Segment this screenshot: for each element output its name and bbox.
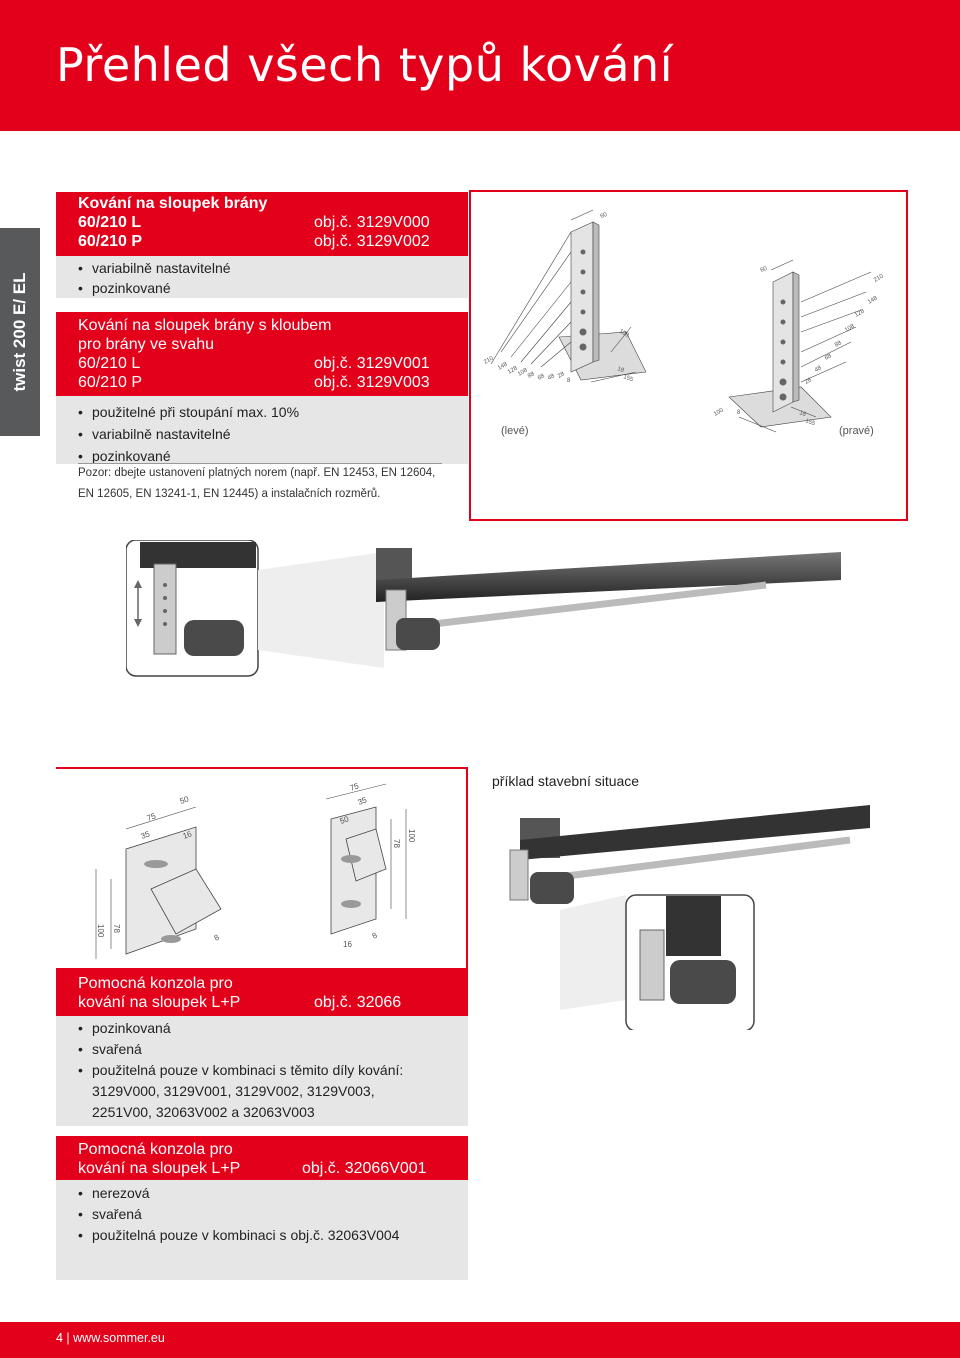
dim-label: 35 <box>140 829 152 841</box>
dim-label: 128 <box>854 308 866 319</box>
list-item: svařená <box>78 1039 403 1060</box>
dim-label: 60 <box>600 212 609 220</box>
list-item: nerezová <box>78 1183 399 1204</box>
dim-label: 100 <box>407 829 416 843</box>
dim-label: 8 <box>567 378 571 384</box>
example-illustration <box>509 805 870 1030</box>
block4-title-2: kování na sloupek L+P <box>78 1160 241 1177</box>
block2-note: Pozor: dbejte ustanovení platných norem … <box>78 463 435 505</box>
block3-bullets: pozinkovaná svařená použitelná pouze v k… <box>78 1018 403 1123</box>
block1-title: Kování na sloupek brány <box>78 195 268 212</box>
block2-ref-2: obj.č. 3129V003 <box>314 374 430 391</box>
block2-model-1: 60/210 L <box>78 355 141 372</box>
dim-label: 28 <box>804 377 813 386</box>
dim-label: 78 <box>392 839 401 848</box>
dim-label: 8 <box>737 410 741 416</box>
note-line: EN 12605, EN 13241-1, EN 12445) a instal… <box>78 488 381 500</box>
dim-label: 16 <box>182 829 194 841</box>
block1-ref-2: obj.č. 3129V002 <box>314 233 430 250</box>
list-item: pozinkovaná <box>78 1018 403 1039</box>
dim-label: 210 <box>483 355 495 366</box>
dim-label: 128 <box>507 365 519 376</box>
dim-label: 18 <box>616 366 625 374</box>
dim-label: 50 <box>179 794 191 806</box>
dim-label: 60 <box>760 266 769 274</box>
dim-label: 100 <box>96 924 105 938</box>
dim-label: 88 <box>834 340 843 349</box>
divider <box>78 463 442 464</box>
dim-label: 148 <box>497 361 509 372</box>
dim-label: 68 <box>824 353 833 362</box>
dim-label: 155 <box>622 374 634 383</box>
block1-model-1: 60/210 L <box>78 214 142 231</box>
block3-list-1: 3129V000, 3129V001, 3129V002, 3129V003, <box>92 1083 375 1099</box>
list-item: variabilně nastavitelné <box>78 423 299 445</box>
block3-title-1: Pomocná konzola pro <box>78 975 233 992</box>
footer-text: 4 | www.sommer.eu <box>56 1331 165 1345</box>
dim-label: 78 <box>112 924 121 933</box>
console-technical-drawing: 50 75 35 16 78 100 8 75 35 50 78 100 16 … <box>95 781 416 959</box>
page-header: Přehled všech typů kování <box>0 0 960 131</box>
dim-label: 108 <box>844 323 856 334</box>
block4-title-1: Pomocná konzola pro <box>78 1141 233 1158</box>
console-drawing-frame: 50 75 35 16 78 100 8 75 35 50 78 100 16 … <box>56 767 468 969</box>
block3-ref: obj.č. 32066 <box>314 994 402 1011</box>
dim-label: 16 <box>343 940 352 949</box>
page-footer: 4 | www.sommer.eu <box>0 1322 960 1358</box>
block3-title-2: kování na sloupek L+P <box>78 994 241 1011</box>
dim-label: 148 <box>867 295 879 306</box>
note-line: Pozor: dbejte ustanovení platných norem … <box>78 467 436 479</box>
block3-header: Pomocná konzola pro kování na sloupek L+… <box>56 968 468 1016</box>
list-item: pozinkované <box>78 278 231 298</box>
dim-label: 75 <box>349 781 361 793</box>
block1-ref-1: obj.č. 3129V000 <box>314 214 430 231</box>
dim-label: 28 <box>557 371 566 380</box>
block2-title-2: pro brány ve svahu <box>78 336 215 353</box>
bracket-technical-drawing: 60 210 148 128 108 88 68 48 28 100 18 15… <box>483 209 885 433</box>
dim-label: 18 <box>798 410 807 418</box>
block4-ref: obj.č. 32066V001 <box>302 1160 427 1177</box>
block4-bullets: nerezová svařená použitelná pouze v komb… <box>78 1183 399 1246</box>
dim-label: 75 <box>146 811 158 823</box>
dim-label: 8 <box>213 932 222 942</box>
side-tab-label: twist 200 E/ EL <box>10 272 29 392</box>
left-variant-label: (levé) <box>501 425 529 437</box>
dim-label: 100 <box>713 407 725 418</box>
side-tab: twist 200 E/ EL <box>0 228 40 436</box>
dim-label: 35 <box>357 795 369 807</box>
dim-label: 8 <box>371 930 380 940</box>
bracket-drawing-frame: 60 210 148 128 108 88 68 48 28 100 18 15… <box>469 190 908 521</box>
list-item: použitelné při stoupání max. 10% <box>78 401 299 423</box>
dim-label: 48 <box>814 365 823 374</box>
list-item: použitelná pouze v kombinaci s těmito dí… <box>78 1060 403 1081</box>
block1-model-2: 60/210 P <box>78 233 143 250</box>
list-item: variabilně nastavitelné <box>78 258 231 278</box>
dim-label: 88 <box>527 371 536 380</box>
block1-bullets: variabilně nastavitelné pozinkované <box>78 258 231 298</box>
block4-header: Pomocná konzola pro kování na sloupek L+… <box>56 1136 468 1180</box>
block2-header: Kování na sloupek brány s kloubem pro br… <box>56 312 468 396</box>
block3-list-2: 2251V00, 32063V002 a 32063V003 <box>92 1104 315 1120</box>
list-item: použitelná pouze v kombinaci s obj.č. 32… <box>78 1225 399 1246</box>
block2-model-2: 60/210 P <box>78 374 143 391</box>
dim-label: 210 <box>873 273 885 284</box>
block2-title-1: Kování na sloupek brány s kloubem <box>78 317 332 334</box>
block2-bullets: použitelné při stoupání max. 10% variabi… <box>78 401 299 467</box>
dim-label: 68 <box>537 373 546 382</box>
dim-label: 50 <box>339 814 351 826</box>
page-title: Přehled všech typů kování <box>56 38 673 92</box>
list-item: svařená <box>78 1204 399 1225</box>
list-item: pozinkované <box>78 445 299 467</box>
block2-ref-1: obj.č. 3129V001 <box>314 355 430 372</box>
right-variant-label: (pravé) <box>839 425 874 437</box>
dim-label: 155 <box>804 418 816 427</box>
block1-header: Kování na sloupek brány 60/210 L obj.č. 3… <box>56 192 468 256</box>
dim-label: 100 <box>618 329 630 340</box>
dim-label: 108 <box>517 367 529 378</box>
operator-illustration <box>126 540 841 677</box>
example-label: příklad stavební situace <box>492 773 640 789</box>
dim-label: 48 <box>547 373 556 382</box>
